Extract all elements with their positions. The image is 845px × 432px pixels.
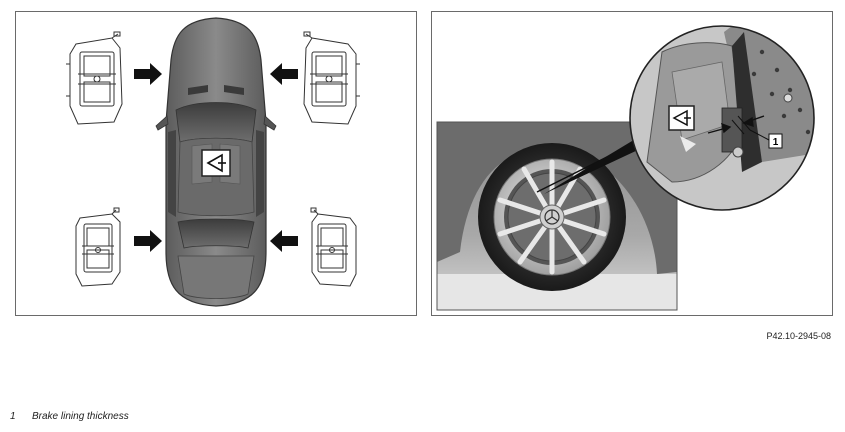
caliper-front-right [303, 31, 360, 125]
legend-item-text: Brake lining thickness [32, 411, 129, 422]
legend-item-number: 1 [10, 411, 16, 422]
car-top-view-illustration [66, 17, 360, 307]
arrow-front-left-icon [134, 63, 162, 85]
magnified-inset: 1 [629, 25, 815, 211]
inspection-eye-icon [668, 105, 695, 131]
figure-code: P42.10-2945-08 [766, 331, 831, 341]
car-top-view-panel [15, 11, 417, 316]
legend-item: 1 Brake lining thickness [10, 411, 129, 422]
car-body [155, 17, 277, 307]
legend: 1 Brake lining thickness [10, 411, 129, 422]
arrow-front-right-icon [270, 63, 298, 85]
caliper-rear-right [310, 207, 357, 287]
callout-leader [749, 129, 770, 141]
lining-thickness-measure [707, 115, 765, 135]
magnifier-connector [536, 138, 642, 194]
wheel-detail-panel: 1 [431, 11, 833, 316]
arrow-rear-left-icon [134, 230, 162, 252]
wheel-photo-frame [436, 121, 678, 311]
callout-box [768, 133, 783, 149]
caliper-rear-left [75, 207, 121, 287]
callout-number: 1 [773, 137, 779, 148]
caliper-front-left [66, 31, 123, 125]
arrow-rear-right-icon [270, 230, 298, 252]
wheel-detail-illustration: 1 [436, 25, 815, 311]
inspection-eye-icon [201, 149, 231, 177]
